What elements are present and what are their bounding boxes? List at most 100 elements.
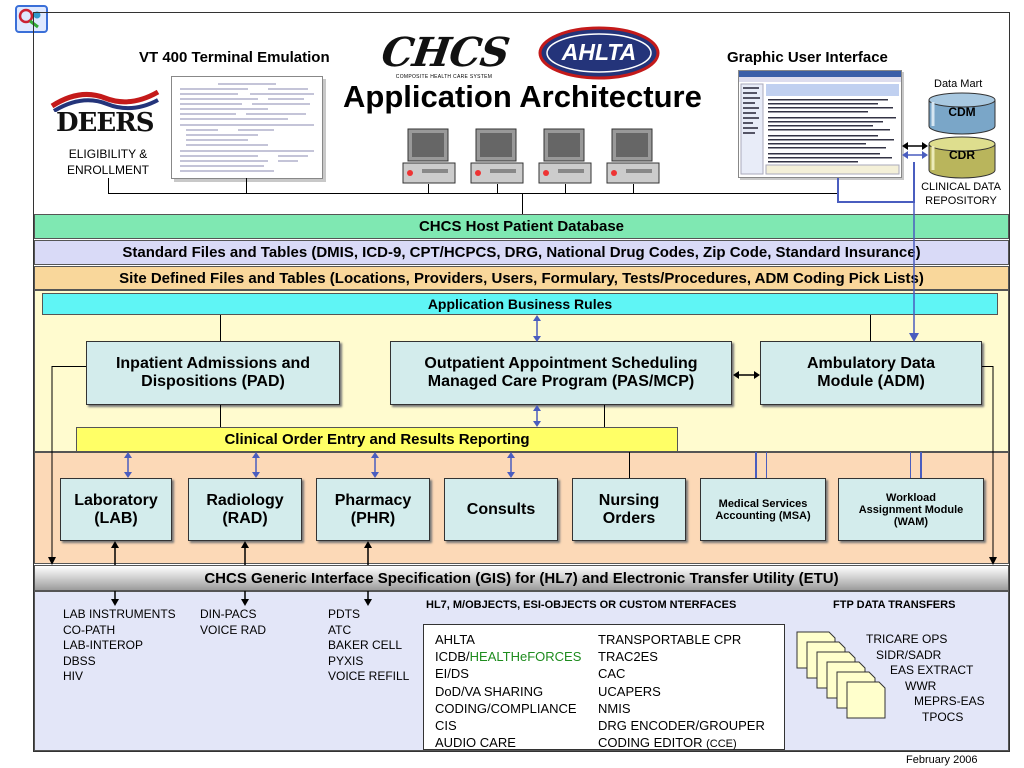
- connector-line: [920, 452, 922, 478]
- list-item: DRG ENCODER/GROUPER: [598, 718, 765, 734]
- connector-line: [837, 178, 839, 202]
- deers-caption: ELIGIBILITY & ENROLLMENT: [66, 147, 149, 177]
- list-item: UCAPERS: [598, 683, 661, 699]
- list-item: DBSS: [63, 653, 96, 668]
- list-item: CODING EDITOR (CCE): [598, 735, 737, 751]
- hl7-interfaces-header: HL7, M/OBJECTS, ESI-OBJECTS OR CUSTOM NT…: [426, 599, 737, 611]
- connector-line: [629, 452, 630, 478]
- healthe-forces-label: HEALTHeFORCES: [469, 649, 582, 665]
- double-arrow-connector: [533, 315, 541, 342]
- list-item: ICDB/HEALTHeFORCES: [435, 649, 582, 665]
- terminal-pc-icon: [606, 127, 660, 190]
- list-item: CIS: [435, 718, 457, 734]
- arrow-down-connector: [48, 366, 56, 565]
- arrow-up-connector: [364, 541, 372, 565]
- connector-line: [755, 452, 757, 478]
- list-item: CO-PATH: [63, 622, 116, 637]
- connector-line: [52, 366, 86, 367]
- list-item: HIV: [63, 669, 84, 683]
- vt400-title: VT 400 Terminal Emulation: [139, 49, 330, 66]
- connector-line: [910, 452, 911, 478]
- double-arrow-connector: [124, 452, 132, 478]
- cdr-cylinder: CDR: [927, 136, 997, 180]
- list-item: VOICE RAD: [200, 622, 267, 637]
- list-item: LAB-INTEROP: [63, 638, 144, 652]
- chcs-logo: CHCS COMPOSITE HEALTH CARE SYSTEM: [378, 29, 512, 80]
- connector-line: [220, 405, 221, 427]
- ftp-item-sidr: SIDR/SADR: [876, 648, 942, 662]
- standard-files-band: Standard Files and Tables (DMIS, ICD-9, …: [34, 240, 1009, 265]
- list-item: CODING/COMPLIANCE: [435, 700, 577, 716]
- connector-line: [766, 452, 767, 478]
- site-defined-files-band: Site Defined Files and Tables (Locations…: [34, 266, 1009, 290]
- arrow-up-connector: [241, 541, 249, 565]
- ahlta-logo: AHLTA: [538, 26, 660, 80]
- terminal-pc-icon: [402, 127, 456, 190]
- list-item: BAKER CELL: [328, 638, 403, 652]
- hl7-interfaces-col1: AHLTA ICDB/HEALTHeFORCES EI/DS DoD/VA SH…: [435, 631, 581, 751]
- business-rules-band: Application Business Rules: [42, 293, 998, 315]
- terminal-pc-icon: [538, 127, 592, 190]
- double-arrow-connector: [733, 371, 760, 379]
- list-item: LAB INSTRUMENTS: [63, 607, 176, 621]
- connector-line: [604, 405, 605, 427]
- ftp-item-meprs: MEPRS-EAS: [914, 694, 985, 708]
- phr-module[interactable]: Pharmacy(PHR): [316, 478, 430, 541]
- data-mart-label: Data Mart: [934, 78, 983, 90]
- host-patient-database-band: CHCS Host Patient Database: [34, 214, 1009, 239]
- ftp-item-wwr: WWR: [905, 679, 937, 693]
- app-icon[interactable]: [15, 5, 48, 33]
- double-arrow-connector: [252, 452, 260, 478]
- consults-module[interactable]: Consults: [444, 478, 558, 541]
- lab-interfaces-list: LAB INSTRUMENTS CO-PATH LAB-INTEROP DBSS…: [63, 607, 176, 685]
- double-arrow-connector: [371, 452, 379, 478]
- connector-line: [837, 201, 915, 203]
- hl7-interfaces-col2: TRANSPORTABLE CPR TRAC2ES CAC UCAPERS NM…: [598, 631, 765, 753]
- list-item: PDTS: [328, 607, 361, 621]
- list-item: DIN-PACS: [200, 607, 257, 621]
- gui-title: Graphic User Interface: [727, 49, 888, 66]
- connector-line: [108, 178, 109, 194]
- arrow-down-connector: [909, 201, 919, 342]
- phr-interfaces-list: PDTS ATC BAKER CELL PYXIS VOICE REFILL: [328, 607, 409, 685]
- vt400-terminal-screen: [171, 76, 323, 179]
- page-title: Application Architecture: [343, 79, 702, 114]
- list-item: EI/DS: [435, 666, 469, 682]
- arrow-down-connector: [241, 591, 249, 606]
- list-item: TRAC2ES: [598, 649, 658, 665]
- connector-line: [870, 315, 871, 341]
- double-arrow-connector: [533, 405, 541, 427]
- connector-line: [246, 178, 247, 194]
- gui-screenshot: [738, 70, 902, 178]
- ftp-item-eas: EAS EXTRACT: [890, 663, 974, 677]
- terminal-pc-icon: [470, 127, 524, 190]
- arrow-down-connector: [111, 591, 119, 606]
- connector-line: [108, 193, 838, 194]
- double-arrow-connector: [507, 452, 515, 478]
- arrow-up-connector: [111, 541, 119, 565]
- hl7-interfaces-box: [423, 624, 785, 750]
- list-item: PYXIS: [328, 653, 364, 668]
- gui-cdr-arrows: [902, 142, 928, 159]
- list-item: ATC: [328, 622, 352, 637]
- connector-line: [633, 184, 634, 194]
- clinical-data-repository-caption: CLINICAL DATA REPOSITORY: [921, 181, 1001, 207]
- ftp-documents-icon: [795, 630, 905, 730]
- rad-module[interactable]: Radiology(RAD): [188, 478, 302, 541]
- connector-line: [522, 194, 523, 214]
- list-item: DoD/VA SHARING: [435, 683, 544, 699]
- connector-line: [565, 184, 566, 194]
- lab-module[interactable]: Laboratory(LAB): [60, 478, 172, 541]
- arrow-down-connector: [989, 366, 997, 565]
- ftp-item-tpocs: TPOCS: [922, 710, 964, 724]
- rad-interfaces-list: DIN-PACS VOICE RAD: [200, 607, 266, 638]
- list-item: TRANSPORTABLE CPR: [598, 632, 742, 647]
- ftp-item-tricare: TRICARE OPS: [866, 632, 948, 646]
- connector-line: [982, 366, 993, 367]
